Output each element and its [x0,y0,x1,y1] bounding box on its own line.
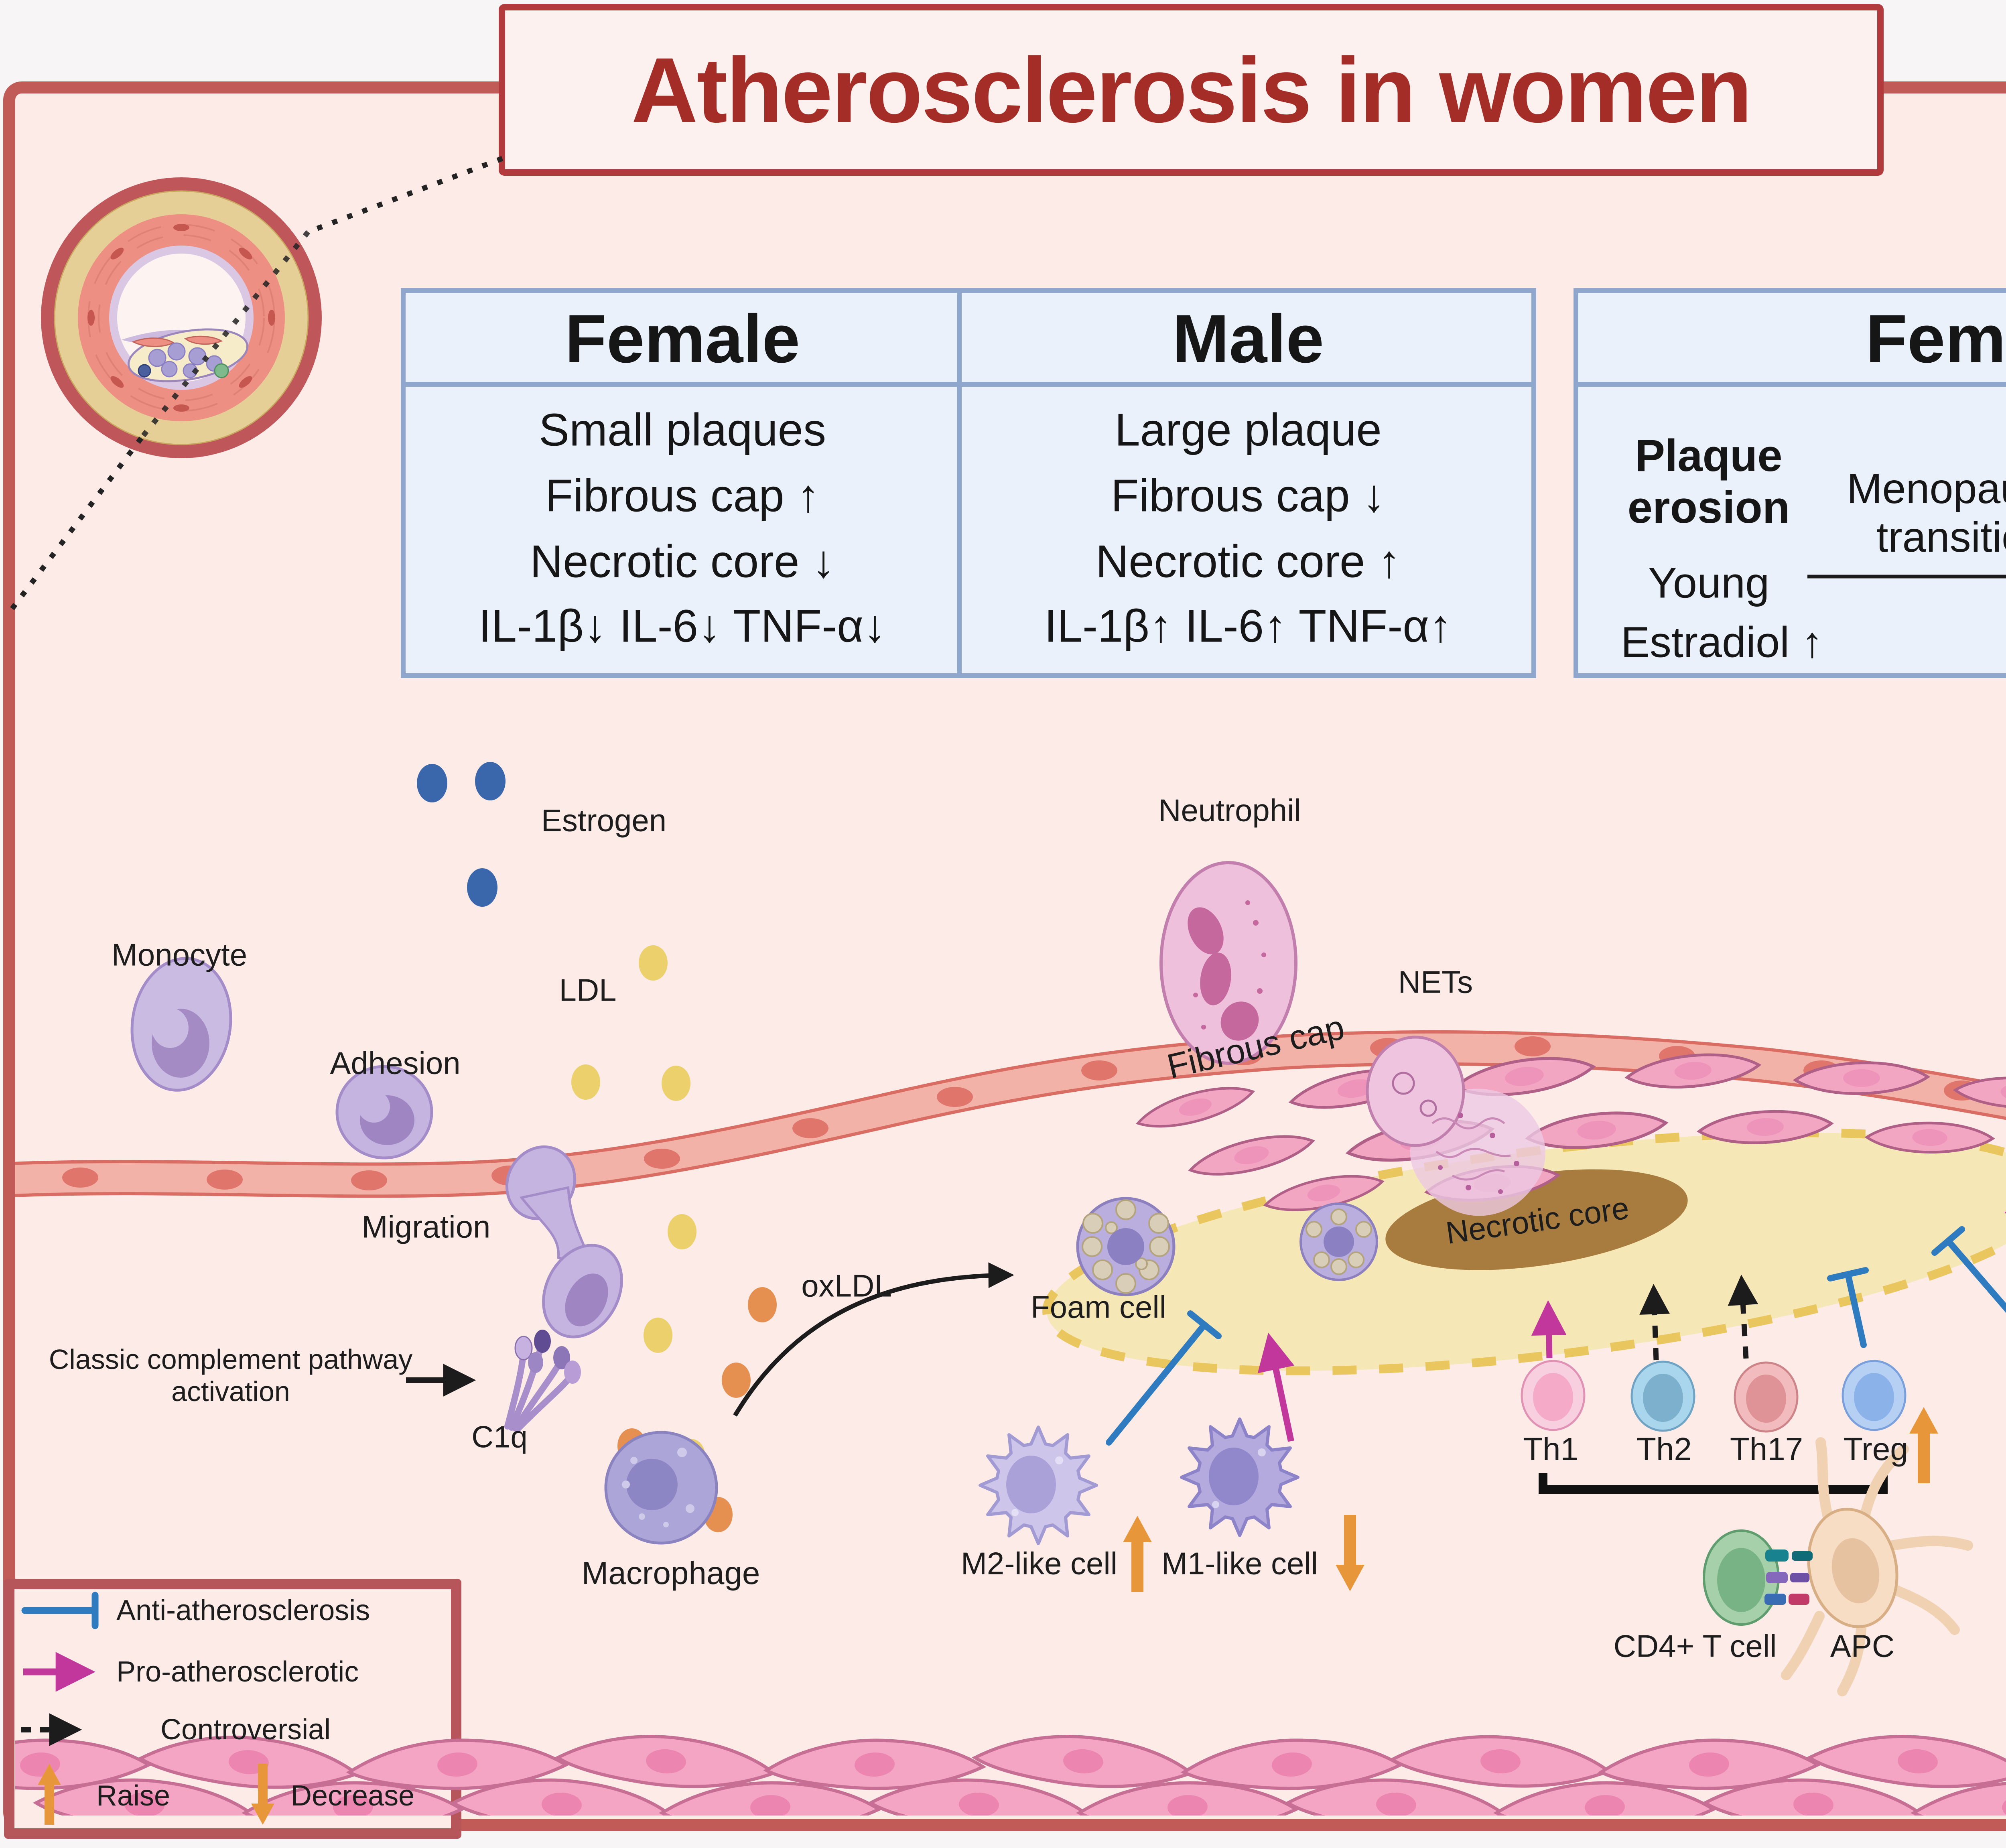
legend-decrease-label: Decrease [291,1780,415,1812]
migration-label: Migration [361,1209,491,1245]
estrogen-label: Estrogen [541,802,667,838]
treg-label: Treg [1843,1431,1908,1467]
female-row: Small plaques [538,404,826,456]
menopausal-transition-label: Menopausal transition [1847,465,2006,561]
female-timeline-header: Female [1866,301,2006,377]
th1-label: Th1 [1523,1431,1578,1467]
oxldl-label: oxLDL [801,1268,892,1304]
male-row: IL-1β↑ IL-6↑ TNF-α↑ [1044,601,1452,652]
estradiol-up-label: Estradiol ↑ [1620,617,1823,666]
nets-label: NETs [1398,964,1473,1000]
page-title: Atherosclerosis in women [631,38,1752,142]
foam-cell-label: Foam cell [1030,1289,1167,1325]
m1-cell-label: M1-like cell [1161,1545,1318,1581]
male-column-header: Male [1172,301,1324,377]
title-banner: Atherosclerosis in women [499,4,1884,176]
c1q-label: C1q [471,1420,528,1454]
male-row: Fibrous cap ↓ [1111,470,1386,522]
complement-label: Classic complement pathway activation [49,1344,413,1407]
female-column-header: Female [565,301,800,377]
ldl-label: LDL [559,972,617,1008]
young-label: Young [1648,558,1770,607]
female-timeline-table: Female Plaque erosion Young Estradiol ↑ … [1574,288,2006,678]
female-row: IL-1β↓ IL-6↓ TNF-α↓ [478,601,887,652]
monocyte-label: Monocyte [111,937,248,973]
th17-label: Th17 [1730,1431,1803,1467]
th2-label: Th2 [1636,1431,1692,1467]
neutrophil-label: Neutrophil [1158,792,1301,828]
legend-controversial-label: Controversial [160,1714,331,1746]
male-row: Necrotic core ↑ [1095,536,1401,587]
male-row: Large plaque [1115,404,1382,456]
cd4-t-cell-label: CD4+ T cell [1613,1628,1777,1664]
apc-label: APC [1830,1628,1895,1664]
legend-pro-label: Pro-atherosclerotic [116,1656,359,1688]
legend-raise-label: Raise [96,1780,171,1812]
m2-cell-label: M2-like cell [960,1545,1118,1581]
macrophage-label: Macrophage [581,1555,760,1591]
sex-comparison-table: Female Male Small plaques Fibrous cap ↑ … [401,288,1536,678]
female-row: Necrotic core ↓ [530,536,835,587]
adhesion-label: Adhesion [330,1045,461,1081]
female-row: Fibrous cap ↑ [545,470,820,522]
legend-anti-label: Anti-atherosclerosis [116,1594,370,1627]
plaque-erosion-label: Plaque erosion [1627,431,1790,532]
